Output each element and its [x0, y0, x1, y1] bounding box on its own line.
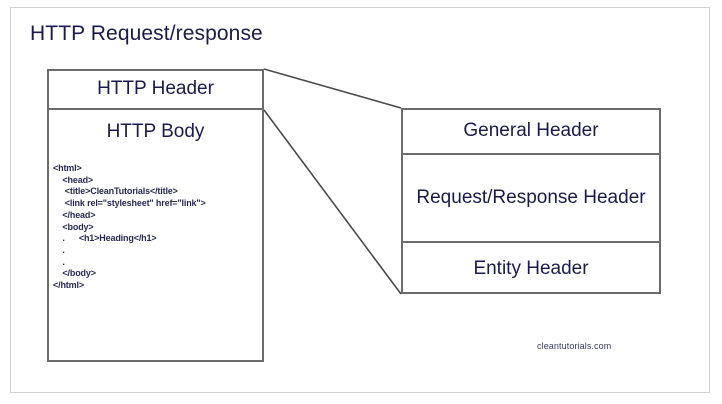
http-message-box — [47, 69, 264, 362]
detail-row-general-header: General Header — [401, 108, 661, 155]
http-header-label: HTTP Header — [97, 77, 214, 99]
header-detail-box — [401, 108, 661, 294]
general-header-label: General Header — [463, 119, 599, 141]
http-body-label: HTTP Body — [106, 121, 205, 142]
watermark-text: cleantutorials.com — [537, 341, 612, 351]
entity-header-label: Entity Header — [473, 257, 589, 279]
request-response-header-label: Request/Response Header — [416, 187, 646, 208]
detail-row-entity-header: Entity Header — [401, 243, 661, 294]
http-header-cell: HTTP Header — [47, 69, 264, 110]
detail-row-request-response-header: Request/Response Header — [401, 155, 661, 243]
html-code-snippet: <html> <head> <title>CleanTutorials</tit… — [53, 163, 206, 291]
http-body-cell: HTTP Body — [47, 112, 264, 152]
page-title: HTTP Request/response — [30, 22, 263, 45]
